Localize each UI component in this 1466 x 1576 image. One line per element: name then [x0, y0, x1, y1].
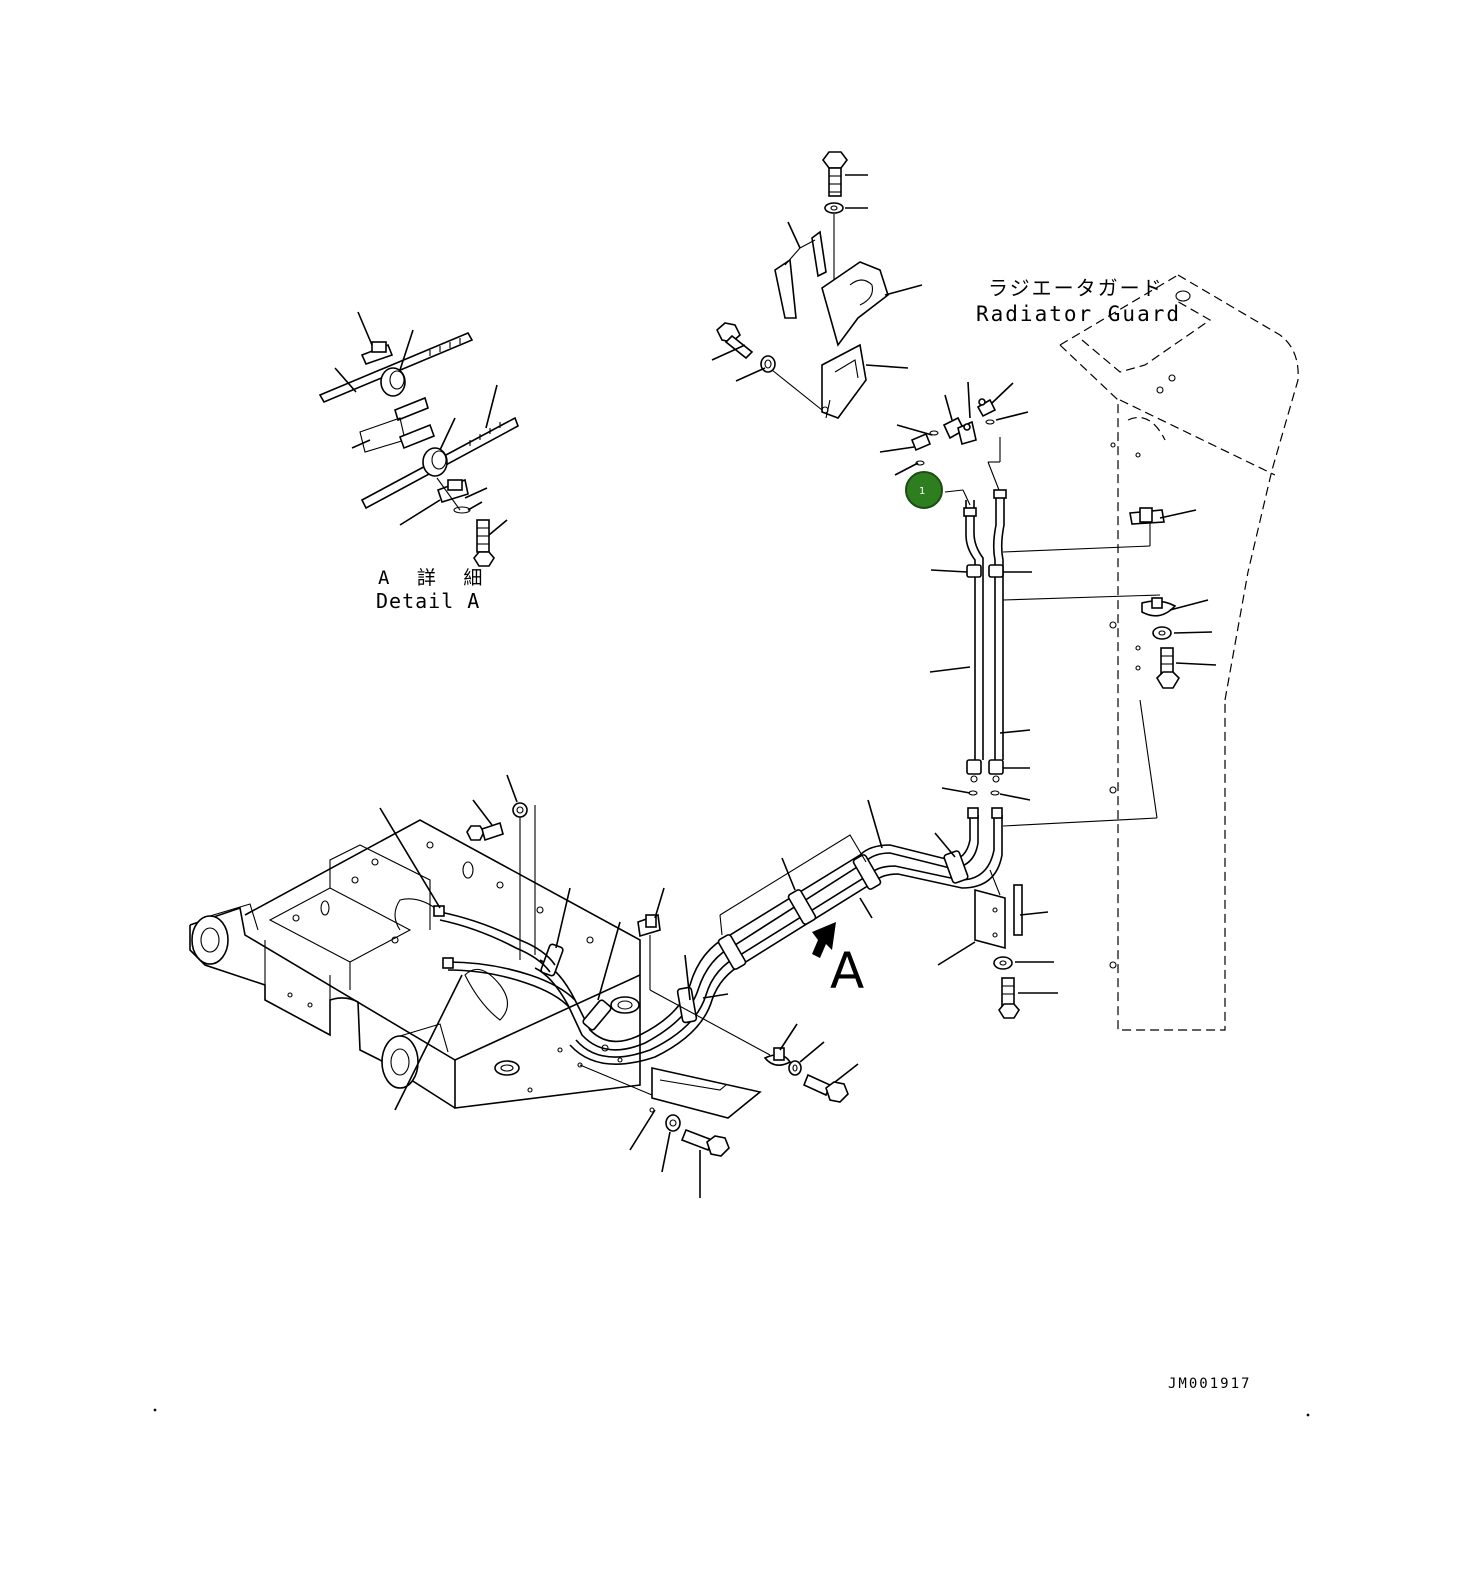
- right-lower-bracket: [937, 869, 1058, 1019]
- chassis-frame: [189, 774, 641, 1111]
- detail-a-inset: [318, 311, 519, 567]
- hose-connector-set: [879, 381, 1029, 476]
- detail-a-label-jp: A 詳 細: [378, 567, 490, 589]
- detail-a-label-en: Detail A: [376, 589, 480, 613]
- callout-1-number: 1: [919, 486, 925, 497]
- callout-1-marker[interactable]: 1: [905, 471, 943, 509]
- lower-clips-bolts: [579, 887, 859, 1198]
- drawing-number: JM001917: [1168, 1376, 1251, 1392]
- vertical-pipe-pair: [929, 437, 1161, 827]
- view-arrow-label: A: [830, 942, 864, 1000]
- radiator-guard-outline: [1059, 274, 1299, 1031]
- radiator-guard-label-jp: ラジエータガード: [988, 276, 1164, 300]
- radiator-guard-label-en: Radiator Guard: [976, 302, 1181, 326]
- view-arrow-a: A: [812, 922, 864, 1000]
- top-bracket-assembly: [711, 151, 923, 419]
- main-hose-bundle: [534, 799, 1003, 1065]
- right-clip-parts: [1129, 507, 1217, 689]
